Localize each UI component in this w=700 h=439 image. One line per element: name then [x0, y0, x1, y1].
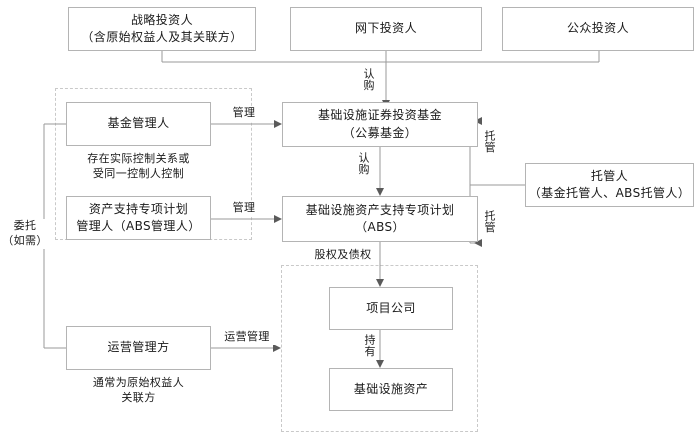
edge-label-manage-abs: 管理	[226, 201, 262, 216]
edge-label-manage-fund: 管理	[226, 106, 262, 121]
annotation-control-relation: 存在实际控制关系或 受同一控制人控制	[66, 152, 211, 182]
node-operator[interactable]: 运营管理方	[66, 326, 211, 370]
node-public-investor[interactable]: 公众投资人	[502, 7, 694, 51]
edge-label-entrust: 委托 （如需）	[2, 219, 48, 249]
node-strategic-investor[interactable]: 战略投资人 （含原始权益人及其关联方）	[68, 7, 256, 51]
edge-label-equity-and-debt: 股权及债权	[308, 248, 378, 263]
node-abs-manager[interactable]: 资产支持专项计划 管理人（ABS管理人）	[66, 196, 211, 240]
node-reit-fund[interactable]: 基础设施证券投资基金 （公募基金）	[282, 102, 478, 147]
edge-label-hold: 持有	[361, 334, 376, 357]
edge-label-custody-fund: 托管	[481, 130, 496, 153]
node-fund-manager[interactable]: 基金管理人	[66, 102, 211, 146]
node-offline-investor[interactable]: 网下投资人	[290, 7, 482, 51]
node-infra-asset[interactable]: 基础设施资产	[329, 368, 453, 411]
edge-label-operation-management: 运营管理	[214, 330, 280, 345]
node-custodian[interactable]: 托管人 （基金托管人、ABS托管人）	[525, 163, 694, 207]
node-project-company[interactable]: 项目公司	[329, 287, 453, 330]
edge-label-subscribe-abs: 认购	[355, 152, 370, 175]
edge-label-custody-abs: 托管	[481, 210, 496, 233]
annotation-operator-note: 通常为原始权益人 关联方	[66, 376, 211, 406]
edge-label-subscribe-fund: 认购	[360, 68, 375, 91]
node-abs-plan[interactable]: 基础设施资产支持专项计划 （ABS）	[282, 196, 478, 242]
